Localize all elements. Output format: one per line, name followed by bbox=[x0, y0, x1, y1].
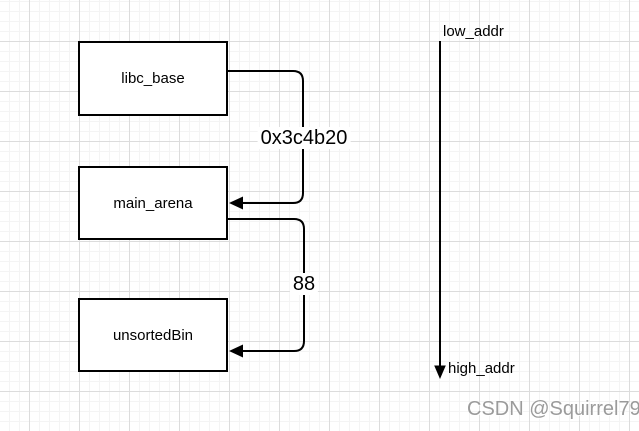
watermark-text: CSDN @Squirrel79 bbox=[467, 398, 639, 420]
low-addr-label: low_addr bbox=[443, 23, 504, 40]
node-libc-base[interactable]: libc_base bbox=[78, 41, 228, 116]
node-unsortedbin-label: unsortedBin bbox=[112, 326, 194, 344]
edge-offset-label[interactable]: 0x3c4b20 bbox=[257, 127, 351, 149]
arrowhead-high-addr bbox=[434, 365, 446, 379]
edge-size-label[interactable]: 88 bbox=[289, 273, 319, 295]
node-unsortedbin[interactable]: unsortedBin bbox=[78, 298, 228, 372]
arrowhead-into-unsortedbin bbox=[229, 344, 243, 358]
node-main-arena[interactable]: main_arena bbox=[78, 166, 228, 240]
high-addr-label: high_addr bbox=[448, 360, 515, 377]
node-libc-base-label: libc_base bbox=[121, 70, 185, 87]
address-axis-arrow[interactable] bbox=[434, 41, 446, 379]
arrowhead-into-main-arena bbox=[229, 196, 243, 210]
node-main-arena-label: main_arena bbox=[113, 194, 193, 212]
